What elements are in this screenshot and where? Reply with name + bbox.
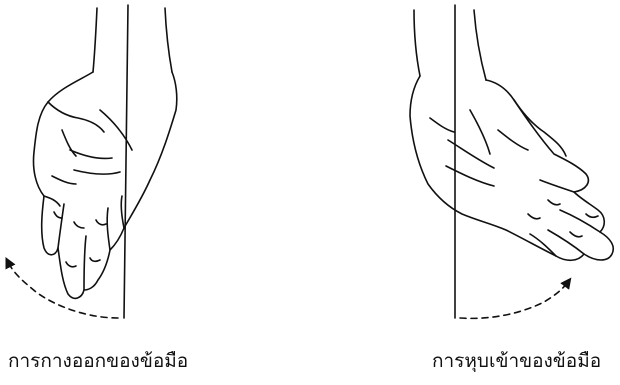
left-illustration <box>8 5 177 318</box>
left-reference-axis <box>124 5 128 318</box>
right-illustration <box>410 5 613 318</box>
left-motion-arrow <box>8 262 118 318</box>
caption-wrist-adduction: การหุบเข้าของข้อมือ <box>432 344 601 378</box>
caption-wrist-abduction: การกางออกของข้อมือ <box>8 344 188 378</box>
right-motion-arrow <box>460 282 568 318</box>
left-forearm <box>93 8 97 72</box>
right-forearm <box>414 10 420 76</box>
right-hand <box>410 76 613 260</box>
left-hand <box>33 72 176 298</box>
